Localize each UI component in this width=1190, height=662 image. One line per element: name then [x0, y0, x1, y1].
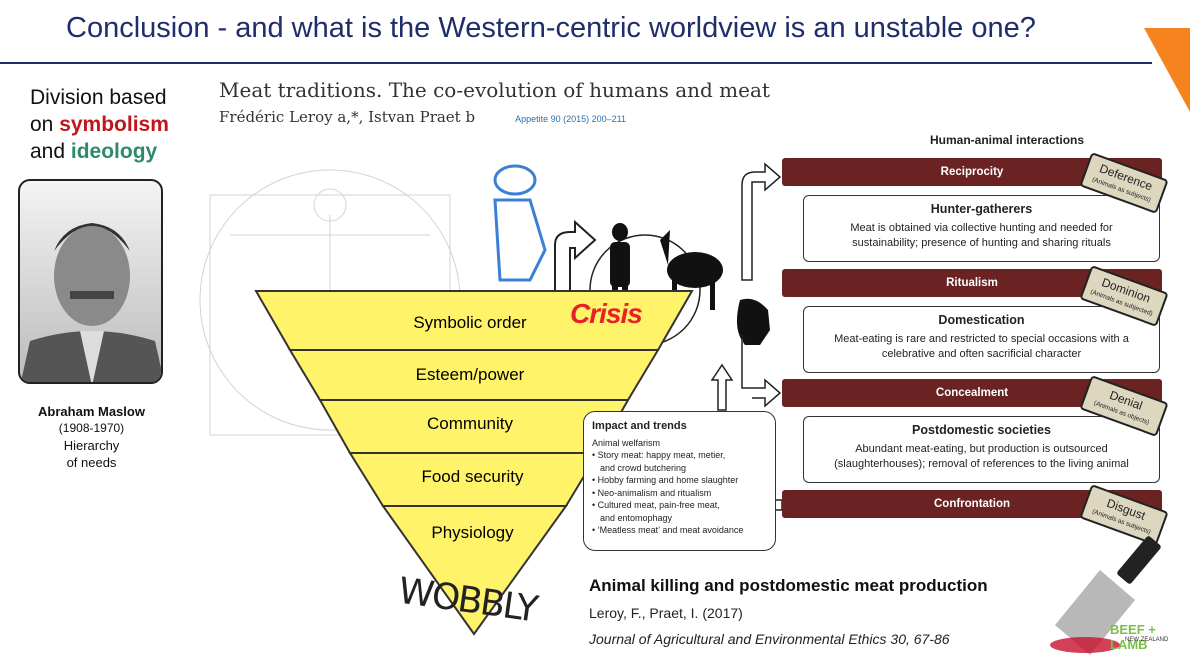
maslow-name: Abraham Maslow — [38, 404, 145, 419]
box-heading: Postdomestic societies — [912, 423, 1051, 437]
paper-reference-1: Meat traditions. The co-evolution of hum… — [219, 78, 770, 126]
impact-item: Animal welfarism — [592, 437, 661, 448]
impact-item: • Cultured meat, pain-free meat, — [592, 500, 720, 510]
division-line: Division based — [30, 86, 167, 109]
up-arrow-icon — [710, 363, 734, 411]
impact-item: • ‘Meatless meat’ and meat avoidance — [592, 525, 744, 535]
box-text: Meat-eating is rare and restricted to sp… — [834, 333, 1129, 345]
box-text: Meat is obtained via collective hunting … — [850, 222, 1113, 234]
and-text: and — [30, 140, 71, 163]
impact-item: • Hobby farming and home slaughter — [592, 475, 739, 485]
maslow-photo — [18, 179, 163, 384]
title-rule — [0, 62, 1152, 64]
pyramid-level-community: Community — [427, 414, 513, 433]
impact-heading: Impact and trends — [592, 420, 687, 432]
paper2-title: Animal killing and postdomestic meat pro… — [589, 576, 988, 595]
arrow-icon — [554, 219, 597, 301]
caption-line: Hierarchy — [63, 438, 120, 453]
beef-lamb-logo: BEEF + LAMB — [1110, 622, 1156, 652]
crisis-label: Crisis — [570, 298, 643, 329]
on-text: on — [30, 113, 60, 136]
head-profile-icon — [736, 298, 770, 345]
paper2-journal: Journal of Agricultural and Environmenta… — [589, 631, 950, 647]
interactions-header: Human-animal interactions — [930, 133, 1085, 147]
impact-item: • Neo-animalism and ritualism — [592, 487, 712, 498]
ideology-word: ideology — [70, 140, 158, 163]
impact-item: • Story meat: happy meat, metier, — [592, 450, 726, 460]
box-heading: Hunter-gatherers — [930, 202, 1033, 216]
box-text: (slaughterhouses); removal of references… — [834, 458, 1129, 470]
slide-title: Conclusion - and what is the Western-cen… — [66, 12, 1036, 44]
paper2-citation: Leroy, F., Praet, I. (2017) — [589, 605, 743, 621]
paper-authors: Frédéric Leroy a,*, Istvan Praet b — [219, 108, 476, 126]
paper-journal: Appetite 90 (2015) 200–211 — [515, 114, 627, 124]
inverted-pyramid — [254, 290, 694, 636]
box-text: celebrative and often sacrificial charac… — [881, 348, 1082, 360]
paper-title: Meat traditions. The co-evolution of hum… — [219, 78, 770, 102]
impact-trends-box: Impact and trends Animal welfarism • Sto… — [583, 411, 776, 551]
impact-item: and entomophagy — [600, 512, 673, 523]
caption-line: of needs — [66, 455, 117, 470]
maslow-caption: Abraham Maslow (1908-1970) Hierarchy of … — [14, 403, 169, 471]
pyramid-level-symbolic-order: Symbolic order — [413, 313, 527, 332]
maslow-years: (1908-1970) — [58, 421, 125, 435]
box-text: Abundant meat-eating, but production is … — [855, 443, 1108, 455]
pyramid-level-esteem: Esteem/power — [415, 365, 525, 384]
cleaver-icon — [1050, 536, 1161, 655]
impact-item: and crowd butchering — [600, 462, 687, 473]
pyramid-level-food-security: Food security — [421, 467, 524, 486]
thinking-head-icon — [493, 164, 547, 282]
pyramid-level-physiology: Physiology — [431, 523, 514, 542]
division-text: Division based on symbolism and ideology — [30, 84, 169, 165]
logo-subtitle: NEW ZEALAND — [1125, 637, 1169, 643]
symbolism-word: symbolism — [59, 113, 169, 136]
box-text: sustainability; presence of hunting and … — [852, 237, 1111, 249]
corner-accent — [1144, 28, 1190, 112]
box-heading: Domestication — [938, 313, 1025, 327]
